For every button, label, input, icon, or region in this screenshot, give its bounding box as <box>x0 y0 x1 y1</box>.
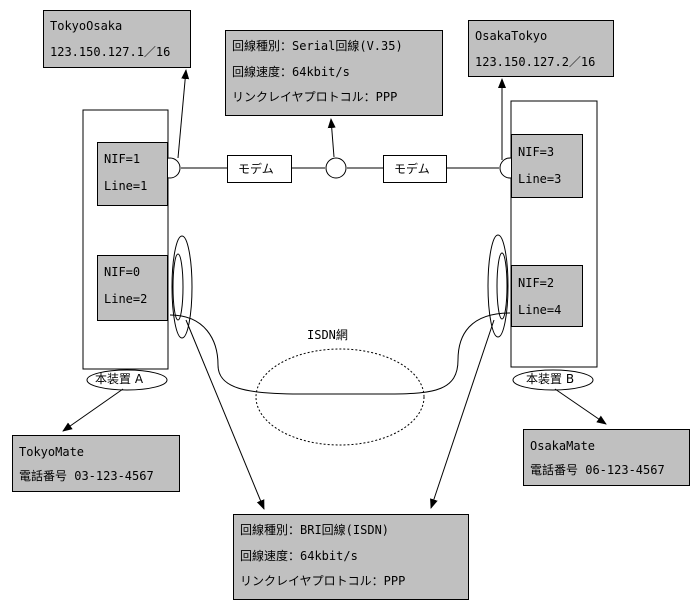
osaka-tokyo-name: OsakaTokyo <box>475 29 548 43</box>
arrow-to-serial-info <box>327 118 336 158</box>
arrow-to-tokyo-mate <box>62 388 124 432</box>
port-a-isdn-ellipse-outer <box>171 235 193 339</box>
tokyo-osaka-ip: 123.150.127.1／16 <box>50 45 171 59</box>
arrow-b-to-bri-info <box>430 319 495 509</box>
osaka-mate-name: OsakaMate <box>530 439 596 453</box>
port-b-isdn-ellipse-outer <box>487 234 509 338</box>
port-b-isdn-ellipse-inner <box>496 252 508 320</box>
device-b-line-isdn: Line=4 <box>518 303 562 317</box>
arrow-to-osaka-mate <box>554 388 607 425</box>
arrow-to-tokyo-osaka <box>177 69 190 159</box>
serial-info-protocol: リンクレイヤプロトコル：PPP <box>232 90 398 104</box>
isdn-network-cloud <box>255 348 425 446</box>
arrow-a-to-bri-info <box>185 319 265 510</box>
device-a-interface-serial: NIF=1 Line=1 <box>97 142 168 206</box>
device-b-label-ellipse <box>512 369 594 391</box>
device-b-nif-isdn: NIF=2 <box>518 276 555 290</box>
modem-left-label: モデム <box>238 162 274 176</box>
bri-info-speed: 回線速度：64kbit/s <box>240 549 358 563</box>
bri-info-box: 回線種別：BRI回線(ISDN) 回線速度：64kbit/s リンクレイヤプロト… <box>233 514 469 600</box>
modem-right-box: モデム <box>383 155 447 183</box>
device-b-label: 本装置 B <box>526 372 575 386</box>
isdn-network-label: ISDN網 <box>307 328 348 342</box>
modem-right-label: モデム <box>394 162 430 176</box>
modem-left-box: モデム <box>227 155 292 183</box>
bri-info-protocol: リンクレイヤプロトコル：PPP <box>240 574 406 588</box>
serial-info-speed: 回線速度：64kbit/s <box>232 65 350 79</box>
device-a-nif-serial: NIF=1 <box>104 152 141 166</box>
osaka-mate-box: OsakaMate 電話番号 06-123-4567 <box>523 429 690 486</box>
device-a-interface-isdn: NIF=0 Line=2 <box>97 255 168 321</box>
tokyo-mate-box: TokyoMate 電話番号 03-123-4567 <box>12 435 180 492</box>
serial-info-type: 回線種別：Serial回線(V.35) <box>232 39 403 53</box>
osaka-tokyo-box: OsakaTokyo 123.150.127.2／16 <box>468 20 614 77</box>
serial-info-box: 回線種別：Serial回線(V.35) 回線速度：64kbit/s リンクレイヤ… <box>225 30 443 116</box>
tokyo-osaka-name: TokyoOsaka <box>50 19 123 33</box>
bri-info-type: 回線種別：BRI回線(ISDN) <box>240 523 390 537</box>
isdn-line-a <box>169 314 340 395</box>
serial-center-circle <box>325 157 347 179</box>
device-a-line-serial: Line=1 <box>104 179 148 193</box>
device-b-interface-serial: NIF=3 Line=3 <box>511 134 583 198</box>
tokyo-mate-name: TokyoMate <box>19 445 85 459</box>
device-b-nif-serial: NIF=3 <box>518 145 555 159</box>
device-a-line-isdn: Line=2 <box>104 292 148 306</box>
osaka-tokyo-ip: 123.150.127.2／16 <box>475 55 596 69</box>
port-a-isdn-ellipse-inner <box>172 253 184 321</box>
device-a-label-ellipse <box>86 369 168 391</box>
device-b-line-serial: Line=3 <box>518 172 562 186</box>
isdn-line-b <box>340 312 511 395</box>
tokyo-osaka-box: TokyoOsaka 123.150.127.1／16 <box>43 10 191 68</box>
device-a-nif-isdn: NIF=0 <box>104 265 141 279</box>
osaka-mate-phone: 電話番号 06-123-4567 <box>530 463 665 477</box>
device-a-label: 本装置 A <box>95 372 144 386</box>
device-b-interface-isdn: NIF=2 Line=4 <box>511 265 583 327</box>
tokyo-mate-phone: 電話番号 03-123-4567 <box>19 469 154 483</box>
